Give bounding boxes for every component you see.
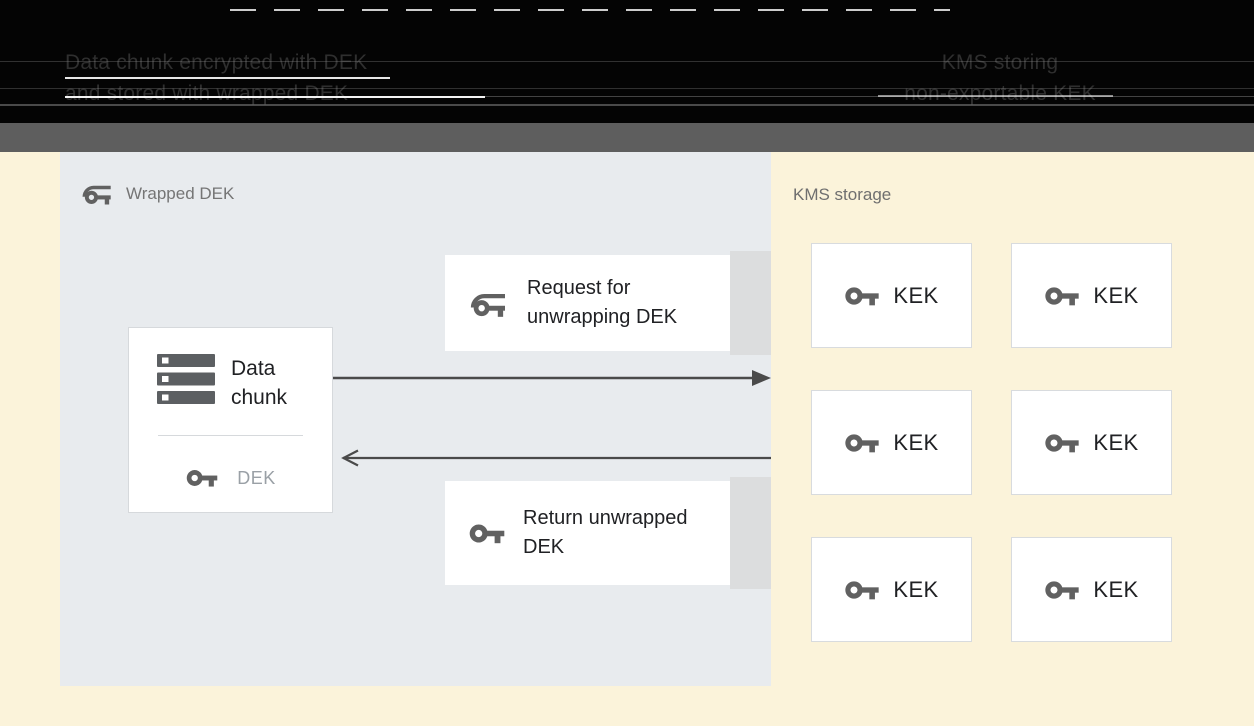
kek-box: KEK bbox=[811, 390, 972, 495]
wrapped-key-icon bbox=[470, 293, 505, 317]
kek-label: KEK bbox=[893, 576, 939, 602]
data-chunk-title: Data chunk bbox=[231, 357, 288, 409]
key-icon bbox=[186, 470, 218, 487]
wrapped-dek-panel: Wrapped DEK Data chunk bbox=[60, 152, 771, 686]
dek-label: DEK bbox=[237, 467, 276, 488]
kek-box: KEK bbox=[811, 243, 972, 348]
kek-label: KEK bbox=[1093, 282, 1139, 308]
kek-box: KEK bbox=[1011, 390, 1172, 495]
request-unwrap-label: Request for unwrapping DEK bbox=[527, 277, 678, 328]
request-box-side-strip bbox=[730, 251, 771, 355]
kek-label: KEK bbox=[893, 429, 939, 455]
return-unwrapped-box: Return unwrapped DEK bbox=[445, 481, 730, 585]
data-chunk-icon bbox=[157, 354, 215, 404]
kek-grid: KEK KEK KEK KEK bbox=[811, 243, 1172, 642]
return-arrow-left bbox=[341, 449, 771, 467]
banner-left-line2: and stored with wrapped DEK bbox=[65, 82, 349, 105]
kek-label: KEK bbox=[1093, 576, 1139, 602]
banner-divider-bar bbox=[0, 123, 1254, 152]
kms-storage-label: KMS storage bbox=[793, 185, 892, 204]
kek-box: KEK bbox=[811, 537, 972, 642]
banner-right-caption: KMS storing non-exportable KEK bbox=[845, 47, 1155, 109]
kek-box: KEK bbox=[1011, 243, 1172, 348]
key-icon bbox=[1045, 580, 1080, 599]
key-icon bbox=[845, 580, 880, 599]
diagram-canvas: Wrapped DEK Data chunk bbox=[0, 152, 1254, 726]
header-banner: Data chunk encrypted with DEK and stored… bbox=[0, 0, 1254, 123]
data-chunk-box: Data chunk DEK bbox=[128, 327, 333, 513]
key-icon bbox=[845, 286, 880, 305]
key-icon bbox=[1045, 286, 1080, 305]
divider bbox=[158, 435, 303, 436]
banner-right-line1: KMS storing bbox=[941, 51, 1059, 74]
key-icon bbox=[1045, 433, 1080, 452]
banner-left-line1: Data chunk encrypted with DEK bbox=[65, 51, 368, 74]
wrapped-dek-panel-header: Wrapped DEK bbox=[81, 179, 234, 208]
dek-row: DEK bbox=[129, 456, 332, 500]
wrapped-key-icon bbox=[82, 185, 111, 205]
wrapped-dek-panel-label: Wrapped DEK bbox=[126, 183, 235, 203]
key-icon bbox=[469, 524, 505, 543]
glitch-artifact-line bbox=[230, 9, 950, 11]
return-unwrapped-label: Return unwrapped DEK bbox=[523, 507, 688, 558]
kek-label: KEK bbox=[1093, 429, 1139, 455]
request-arrow-right bbox=[333, 370, 771, 386]
kek-box: KEK bbox=[1011, 537, 1172, 642]
kek-label: KEK bbox=[893, 282, 939, 308]
banner-right-line2: non-exportable KEK bbox=[904, 82, 1096, 105]
key-icon bbox=[845, 433, 880, 452]
banner-left-caption: Data chunk encrypted with DEK and stored… bbox=[65, 47, 367, 109]
return-box-side-strip bbox=[730, 477, 771, 589]
request-unwrap-box: Request for unwrapping DEK bbox=[445, 255, 730, 351]
